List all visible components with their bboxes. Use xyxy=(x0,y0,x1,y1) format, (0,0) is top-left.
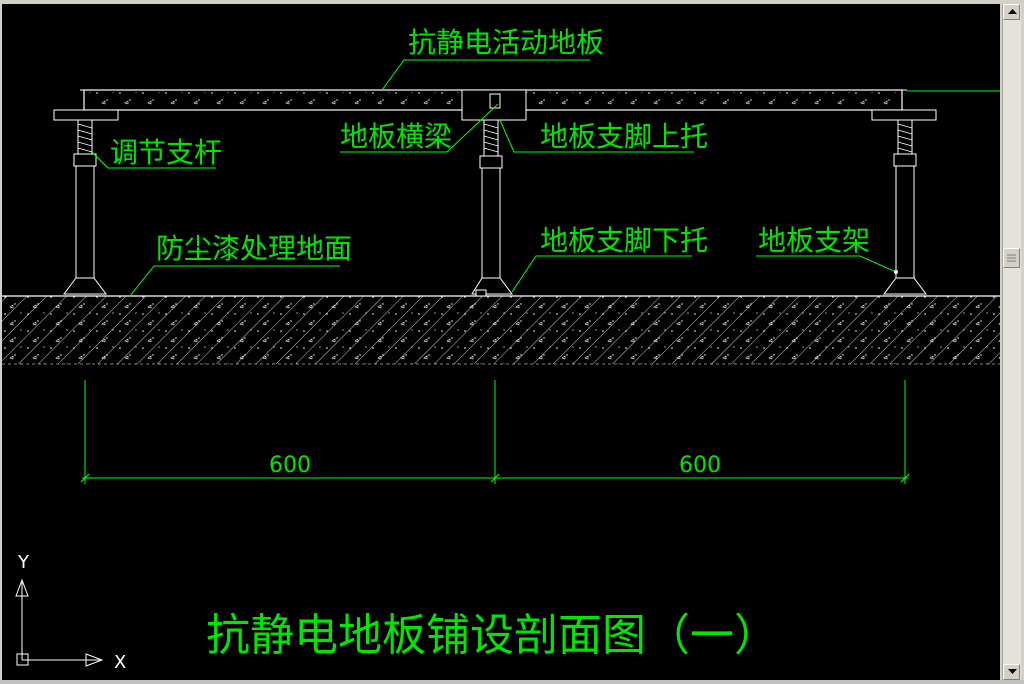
label-lower-bracket: 地板支脚下托 xyxy=(540,224,708,257)
label-crossbeam: 地板横梁 xyxy=(340,120,452,153)
arrow-up-icon xyxy=(1008,9,1017,14)
label-adjust-rod: 调节支杆 xyxy=(110,136,222,169)
floor-panel xyxy=(80,89,1000,121)
section-drawing: 抗静电活动地板 调节支杆 地板横梁 地板支脚上托 防尘漆处理地面 地板支脚下托 … xyxy=(2,26,1000,673)
dimension-text-right: 600 xyxy=(679,453,721,478)
label-dustproof-ground: 防尘漆处理地面 xyxy=(156,232,352,265)
pedestal-left xyxy=(53,109,119,295)
annotations: 抗静电活动地板 调节支杆 地板横梁 地板支脚上托 防尘漆处理地面 地板支脚下托 … xyxy=(110,26,870,265)
drawing-title: 抗静电地板铺设剖面图（一） xyxy=(206,610,778,661)
pedestal-middle xyxy=(471,119,513,297)
scroll-down-button[interactable] xyxy=(1003,664,1020,680)
dimension-text-left: 600 xyxy=(269,453,311,478)
scroll-thumb[interactable] xyxy=(1003,248,1020,268)
leader-lines xyxy=(91,59,898,297)
grip-icon xyxy=(1007,254,1016,262)
pedestal-right xyxy=(871,109,937,295)
vertical-scrollbar[interactable] xyxy=(1002,4,1021,680)
drawing-canvas[interactable]: 抗静电活动地板 调节支杆 地板横梁 地板支脚上托 防尘漆处理地面 地板支脚下托 … xyxy=(2,4,1000,680)
ucs-axis-icon xyxy=(15,578,104,667)
dimension-lines xyxy=(80,380,910,484)
axis-label-y: Y xyxy=(17,552,30,573)
scroll-up-button[interactable] xyxy=(1003,4,1020,20)
label-upper-bracket: 地板支脚上托 xyxy=(540,120,708,153)
label-support-frame: 地板支架 xyxy=(758,224,870,257)
label-floor-panel: 抗静电活动地板 xyxy=(408,26,604,59)
axis-labels: Y X xyxy=(17,552,126,673)
horizontal-scrollbar-strip xyxy=(0,680,1024,684)
dimension-texts: 600 600 xyxy=(269,453,721,478)
ground-section xyxy=(2,295,1000,365)
arrow-down-icon xyxy=(1008,669,1017,674)
axis-label-x: X xyxy=(114,652,126,673)
